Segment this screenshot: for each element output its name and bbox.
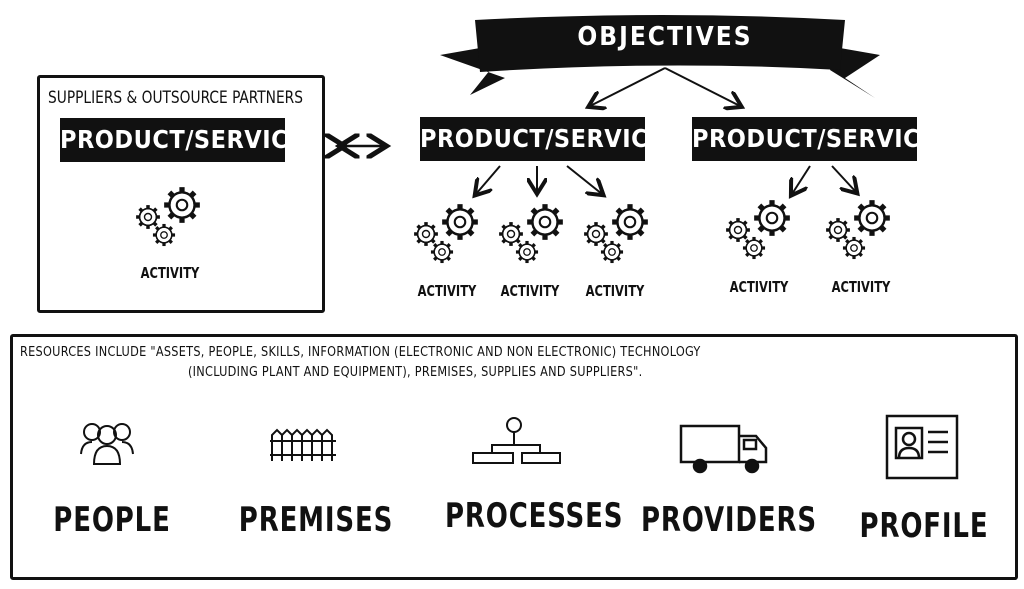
gears-icon	[448, 222, 449, 223]
resources-box	[10, 334, 1018, 580]
suppliers-product-label: PRODUCT/SERVICE	[60, 118, 303, 162]
resources-line-1: RESOURCES INCLUDE "ASSETS, PEOPLE, SKILL…	[20, 344, 701, 360]
resource-label-profile: PROFILE	[859, 506, 989, 546]
banner-title: OBJECTIVES	[577, 22, 753, 52]
activity-label: ACTIVITY	[500, 282, 560, 300]
product-service-label-2: PRODUCT/SERVICE	[692, 117, 935, 161]
flowchart-icon	[472, 417, 561, 464]
activity-arrows	[0, 165, 1024, 220]
gears-icon	[760, 218, 761, 219]
suppliers-heading: SUPPLIERS & OUTSOURCE PARTNERS	[48, 88, 303, 108]
truck-icon	[679, 424, 768, 474]
objectives-banner	[0, 15, 880, 110]
gears-icon	[860, 218, 861, 219]
resource-label-providers: PROVIDERS	[641, 500, 817, 540]
activity-label: ACTIVITY	[140, 264, 200, 282]
activity-label: ACTIVITY	[831, 278, 891, 296]
activity-label: ACTIVITY	[417, 282, 477, 300]
fence-icon	[270, 428, 336, 461]
resource-label-premises: PREMISES	[238, 500, 394, 540]
activity-label: ACTIVITY	[585, 282, 645, 300]
suppliers-box	[37, 75, 325, 313]
id-card-icon	[885, 414, 959, 480]
resource-label-processes: PROCESSES	[445, 496, 624, 536]
people-icon	[80, 423, 134, 465]
resource-label-people: PEOPLE	[53, 500, 171, 540]
gears-icon	[533, 222, 534, 223]
resources-line-2: (INCLUDING PLANT AND EQUIPMENT), PREMISE…	[188, 364, 643, 380]
product-service-label-1: PRODUCT/SERVICE	[420, 117, 663, 161]
activity-label: ACTIVITY	[729, 278, 789, 296]
gears-icon	[618, 222, 619, 223]
